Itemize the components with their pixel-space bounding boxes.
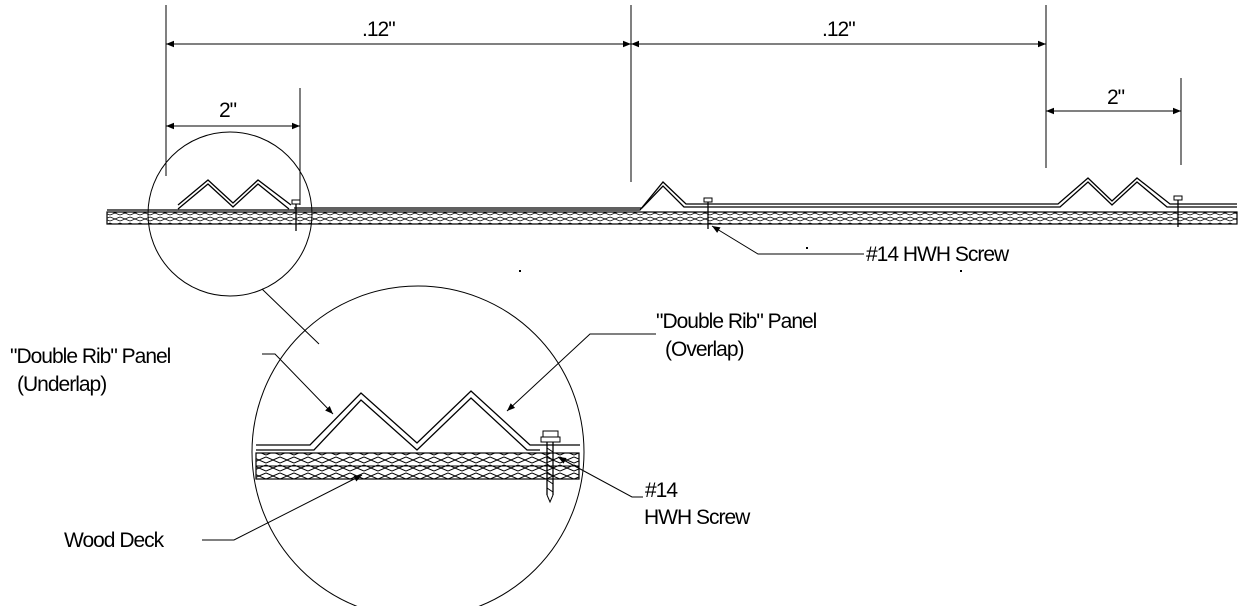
panel-overlap-label-1: "Double Rib" Panel <box>656 310 817 333</box>
panel-underlap-label-1: "Double Rib" Panel <box>10 345 171 368</box>
wood-deck-section <box>106 211 1238 225</box>
wood-deck-callout: Wood Deck <box>64 474 363 552</box>
dimension-lines: .12" .12" 2" 2" <box>165 5 1182 205</box>
panel-overlap-label-2: (Overlap) <box>665 338 744 361</box>
wood-deck-label: Wood Deck <box>64 529 165 552</box>
panel-profile-top <box>107 177 1237 211</box>
screw-detail-label-2: HWH Screw <box>644 506 751 529</box>
dimension-label-span-right: .12" <box>822 18 855 41</box>
panel-underlap-callout: "Double Rib" Panel (Underlap) <box>10 345 334 415</box>
detail-leader-line <box>261 288 320 345</box>
screw-label-top: #14 HWH Screw <box>866 243 1010 266</box>
dimension-label-offset-right: 2" <box>1107 86 1125 109</box>
detail-marker-circle <box>147 131 313 297</box>
screw-icon <box>291 195 1183 231</box>
screw-detail-label-1: #14 <box>645 479 678 502</box>
enlarged-detail <box>251 285 585 606</box>
dimension-label-offset-left: 2" <box>219 99 237 122</box>
panel-underlap-label-2: (Underlap) <box>17 373 106 396</box>
screw-detail-callout: #14 HWH Screw <box>557 456 752 529</box>
panel-overlap-callout: "Double Rib" Panel (Overlap) <box>506 310 818 412</box>
drafting-marks <box>519 247 962 272</box>
dimension-label-span-left: .12" <box>362 18 395 41</box>
screw-callout-top: #14 HWH Screw <box>711 225 1011 266</box>
